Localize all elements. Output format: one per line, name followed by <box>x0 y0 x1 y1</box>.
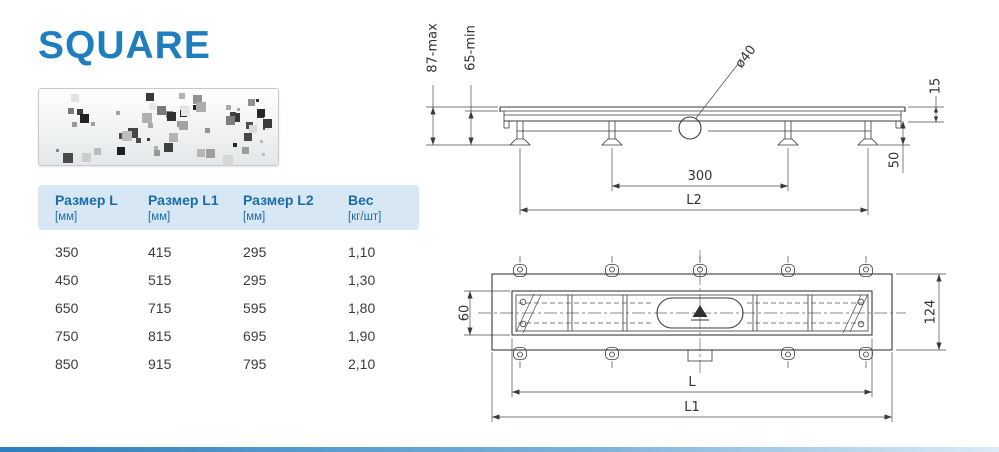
dimensions-table: Размер L [мм] Размер L1 [мм] Размер L2 [… <box>38 185 419 378</box>
cell-size-l1: 815 <box>148 328 172 344</box>
cell-weight: 1,90 <box>348 328 376 344</box>
inner-channel <box>511 290 873 336</box>
dimension-edge-height: 15 <box>908 78 944 123</box>
table-header-row: Размер L [мм] Размер L1 [мм] Размер L2 [… <box>38 185 419 230</box>
channel-body-side <box>499 106 906 129</box>
mounting-tabs-top <box>513 256 873 277</box>
dim-label-l2: L2 <box>686 193 702 208</box>
table-row: 650 715 595 1,80 <box>38 294 419 322</box>
cell-size-l: 750 <box>55 328 79 344</box>
column-header-unit: [кг/шт] <box>348 211 382 223</box>
dim-label-outlet-spacing: 300 <box>688 169 713 184</box>
cell-size-l: 650 <box>55 300 79 316</box>
dim-label-l1: L1 <box>684 400 700 415</box>
column-header-weight: Вес [кг/шт] <box>348 192 436 223</box>
support-leg <box>777 121 799 146</box>
dim-label-leg-height: 50 <box>888 152 903 169</box>
table-body: 350 415 295 1,10 450 515 295 1,30 650 71… <box>38 238 419 378</box>
outlet-box-top-view <box>687 349 713 362</box>
dimension-outlet-spacing: 300 <box>611 148 789 191</box>
table-row: 450 515 295 1,30 <box>38 266 419 294</box>
column-header-size-l2: Размер L2 [мм] <box>243 192 348 223</box>
dim-label-l: L <box>688 375 696 390</box>
column-header-label: Размер L1 <box>148 192 219 208</box>
cell-weight: 2,10 <box>348 356 376 372</box>
table-row: 350 415 295 1,10 <box>38 238 419 266</box>
cell-size-l1: 515 <box>148 272 172 288</box>
column-header-label: Размер L <box>55 192 118 208</box>
cell-size-l2: 295 <box>243 272 267 288</box>
cell-size-l2: 795 <box>243 356 267 372</box>
column-header-size-l: Размер L [мм] <box>55 192 148 223</box>
support-leg <box>601 121 623 146</box>
column-header-unit: [мм] <box>55 211 78 223</box>
dim-label-body-width: 124 <box>924 300 939 325</box>
dimension-leg-height: 50 <box>879 121 910 173</box>
technical-drawing-side-view: 87-max 65-min ø40 15 <box>426 23 944 215</box>
cell-size-l1: 415 <box>148 244 172 260</box>
cell-weight: 1,10 <box>348 244 376 260</box>
column-header-unit: [мм] <box>148 211 171 223</box>
footer-accent-bar <box>0 447 999 452</box>
cell-size-l: 350 <box>55 244 79 260</box>
dimension-l2: L2 <box>519 148 869 215</box>
cell-weight: 1,30 <box>348 272 376 288</box>
product-image-square-grate <box>38 88 279 166</box>
cell-size-l1: 915 <box>148 356 172 372</box>
cell-size-l: 850 <box>55 356 79 372</box>
column-header-label: Вес <box>348 192 374 208</box>
page-title: SQUARE <box>38 24 211 67</box>
cell-size-l2: 695 <box>243 328 267 344</box>
cell-size-l1: 715 <box>148 300 172 316</box>
dimension-height-min: 65-min <box>464 25 498 145</box>
cell-size-l: 450 <box>55 272 79 288</box>
column-header-unit: [мм] <box>243 211 266 223</box>
cell-size-l2: 295 <box>243 244 267 260</box>
dimension-l: L <box>511 338 873 397</box>
dimension-l1: L1 <box>491 352 893 422</box>
table-row: 750 815 695 1,90 <box>38 322 419 350</box>
table-row: 850 915 795 2,10 <box>38 350 419 378</box>
dim-label-channel-width: 60 <box>458 305 473 322</box>
flow-direction-marker <box>656 297 744 329</box>
support-leg <box>857 121 879 146</box>
column-header-size-l1: Размер L1 [мм] <box>148 192 243 223</box>
technical-drawing-top-view: 60 124 L <box>458 250 946 422</box>
cell-weight: 1,80 <box>348 300 376 316</box>
technical-drawings: 87-max 65-min ø40 15 <box>426 23 946 422</box>
column-header-label: Размер L2 <box>243 192 314 208</box>
drain-outlet-circle <box>678 116 702 140</box>
flow-direction-icon <box>692 305 708 317</box>
mounting-tabs-bottom <box>513 347 873 368</box>
dim-label-height-max: 87-max <box>426 23 441 73</box>
dimension-body-width: 124 <box>896 273 946 351</box>
dim-label-height-min: 65-min <box>464 25 479 71</box>
dimension-height-max: 87-max <box>426 23 514 146</box>
support-leg <box>509 121 531 146</box>
channel-body-top <box>491 273 893 351</box>
dimension-channel-width: 60 <box>458 290 510 336</box>
cell-size-l2: 595 <box>243 300 267 316</box>
dim-label-edge-height: 15 <box>929 78 944 95</box>
dim-label-outlet-diameter: ø40 <box>733 43 760 72</box>
